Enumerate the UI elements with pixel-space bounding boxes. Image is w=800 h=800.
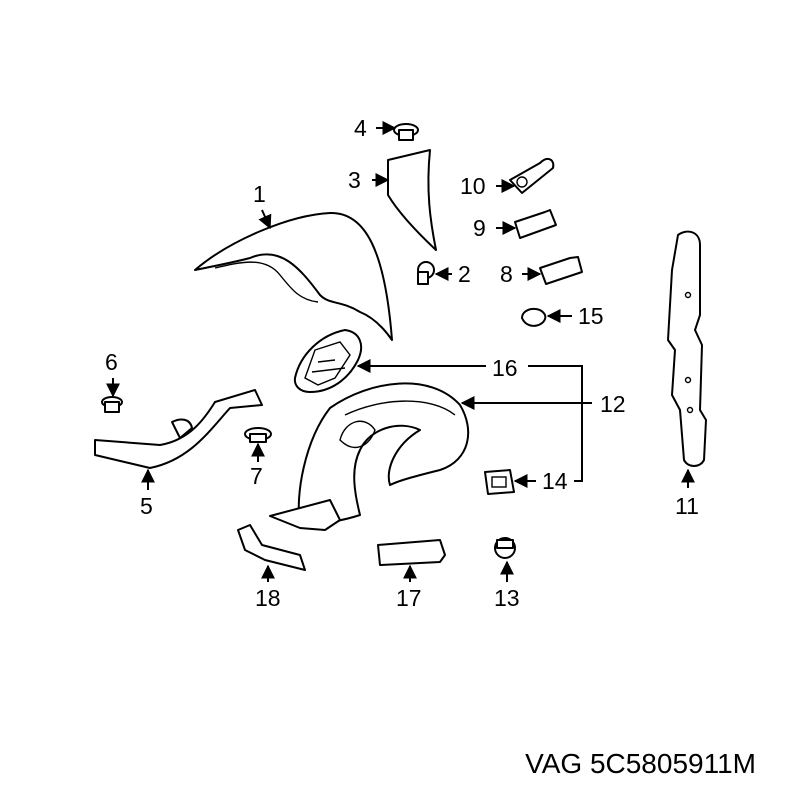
part-13-screw (494, 537, 516, 559)
callout-16: 16 (492, 355, 518, 381)
callout-13: 13 (494, 585, 520, 611)
part-number-caption: VAG 5C5805911M (525, 748, 756, 779)
callout-11: 11 (675, 493, 699, 519)
part-17-trim (377, 539, 446, 566)
callout-17: 17 (396, 585, 422, 611)
part-5-bracket (94, 389, 263, 469)
callout-7: 7 (250, 463, 263, 489)
callout-5: 5 (140, 493, 153, 519)
callout-8: 8 (500, 261, 513, 287)
callout-6: 6 (105, 349, 118, 375)
part-6-bolt (101, 396, 123, 413)
callout-9: 9 (473, 215, 486, 241)
part-3-panel (387, 149, 437, 251)
part-10-bracket (509, 157, 555, 194)
callout-14: 14 (542, 468, 568, 494)
callout-1: 1 (253, 181, 266, 207)
callout-4: 4 (354, 115, 367, 141)
part-1-fender (194, 211, 393, 341)
part-11-seal (667, 230, 707, 467)
part-14-clip (484, 469, 515, 495)
leader-lines (106, 121, 695, 582)
part-12-liner (269, 382, 470, 531)
part-8-clip (539, 256, 583, 285)
leader-1 (258, 209, 272, 230)
part-2-screw (417, 261, 435, 285)
part-7-grommet (244, 427, 272, 443)
callout-12: 12 (600, 391, 626, 417)
callout-15: 15 (578, 303, 604, 329)
leader-16-14-bracket (528, 365, 583, 482)
part-15-clip (521, 307, 547, 327)
callout-10: 10 (460, 173, 486, 199)
callout-2: 2 (458, 261, 471, 287)
part-16-cover (293, 329, 363, 393)
callout-18: 18 (255, 585, 281, 611)
callout-labels: 1 2 3 4 5 6 7 8 9 10 11 12 13 14 15 16 1… (105, 115, 699, 611)
callout-3: 3 (348, 167, 361, 193)
part-18-bracket (237, 524, 306, 571)
part-4-bolt (393, 123, 419, 141)
part-9-clip (514, 209, 557, 239)
